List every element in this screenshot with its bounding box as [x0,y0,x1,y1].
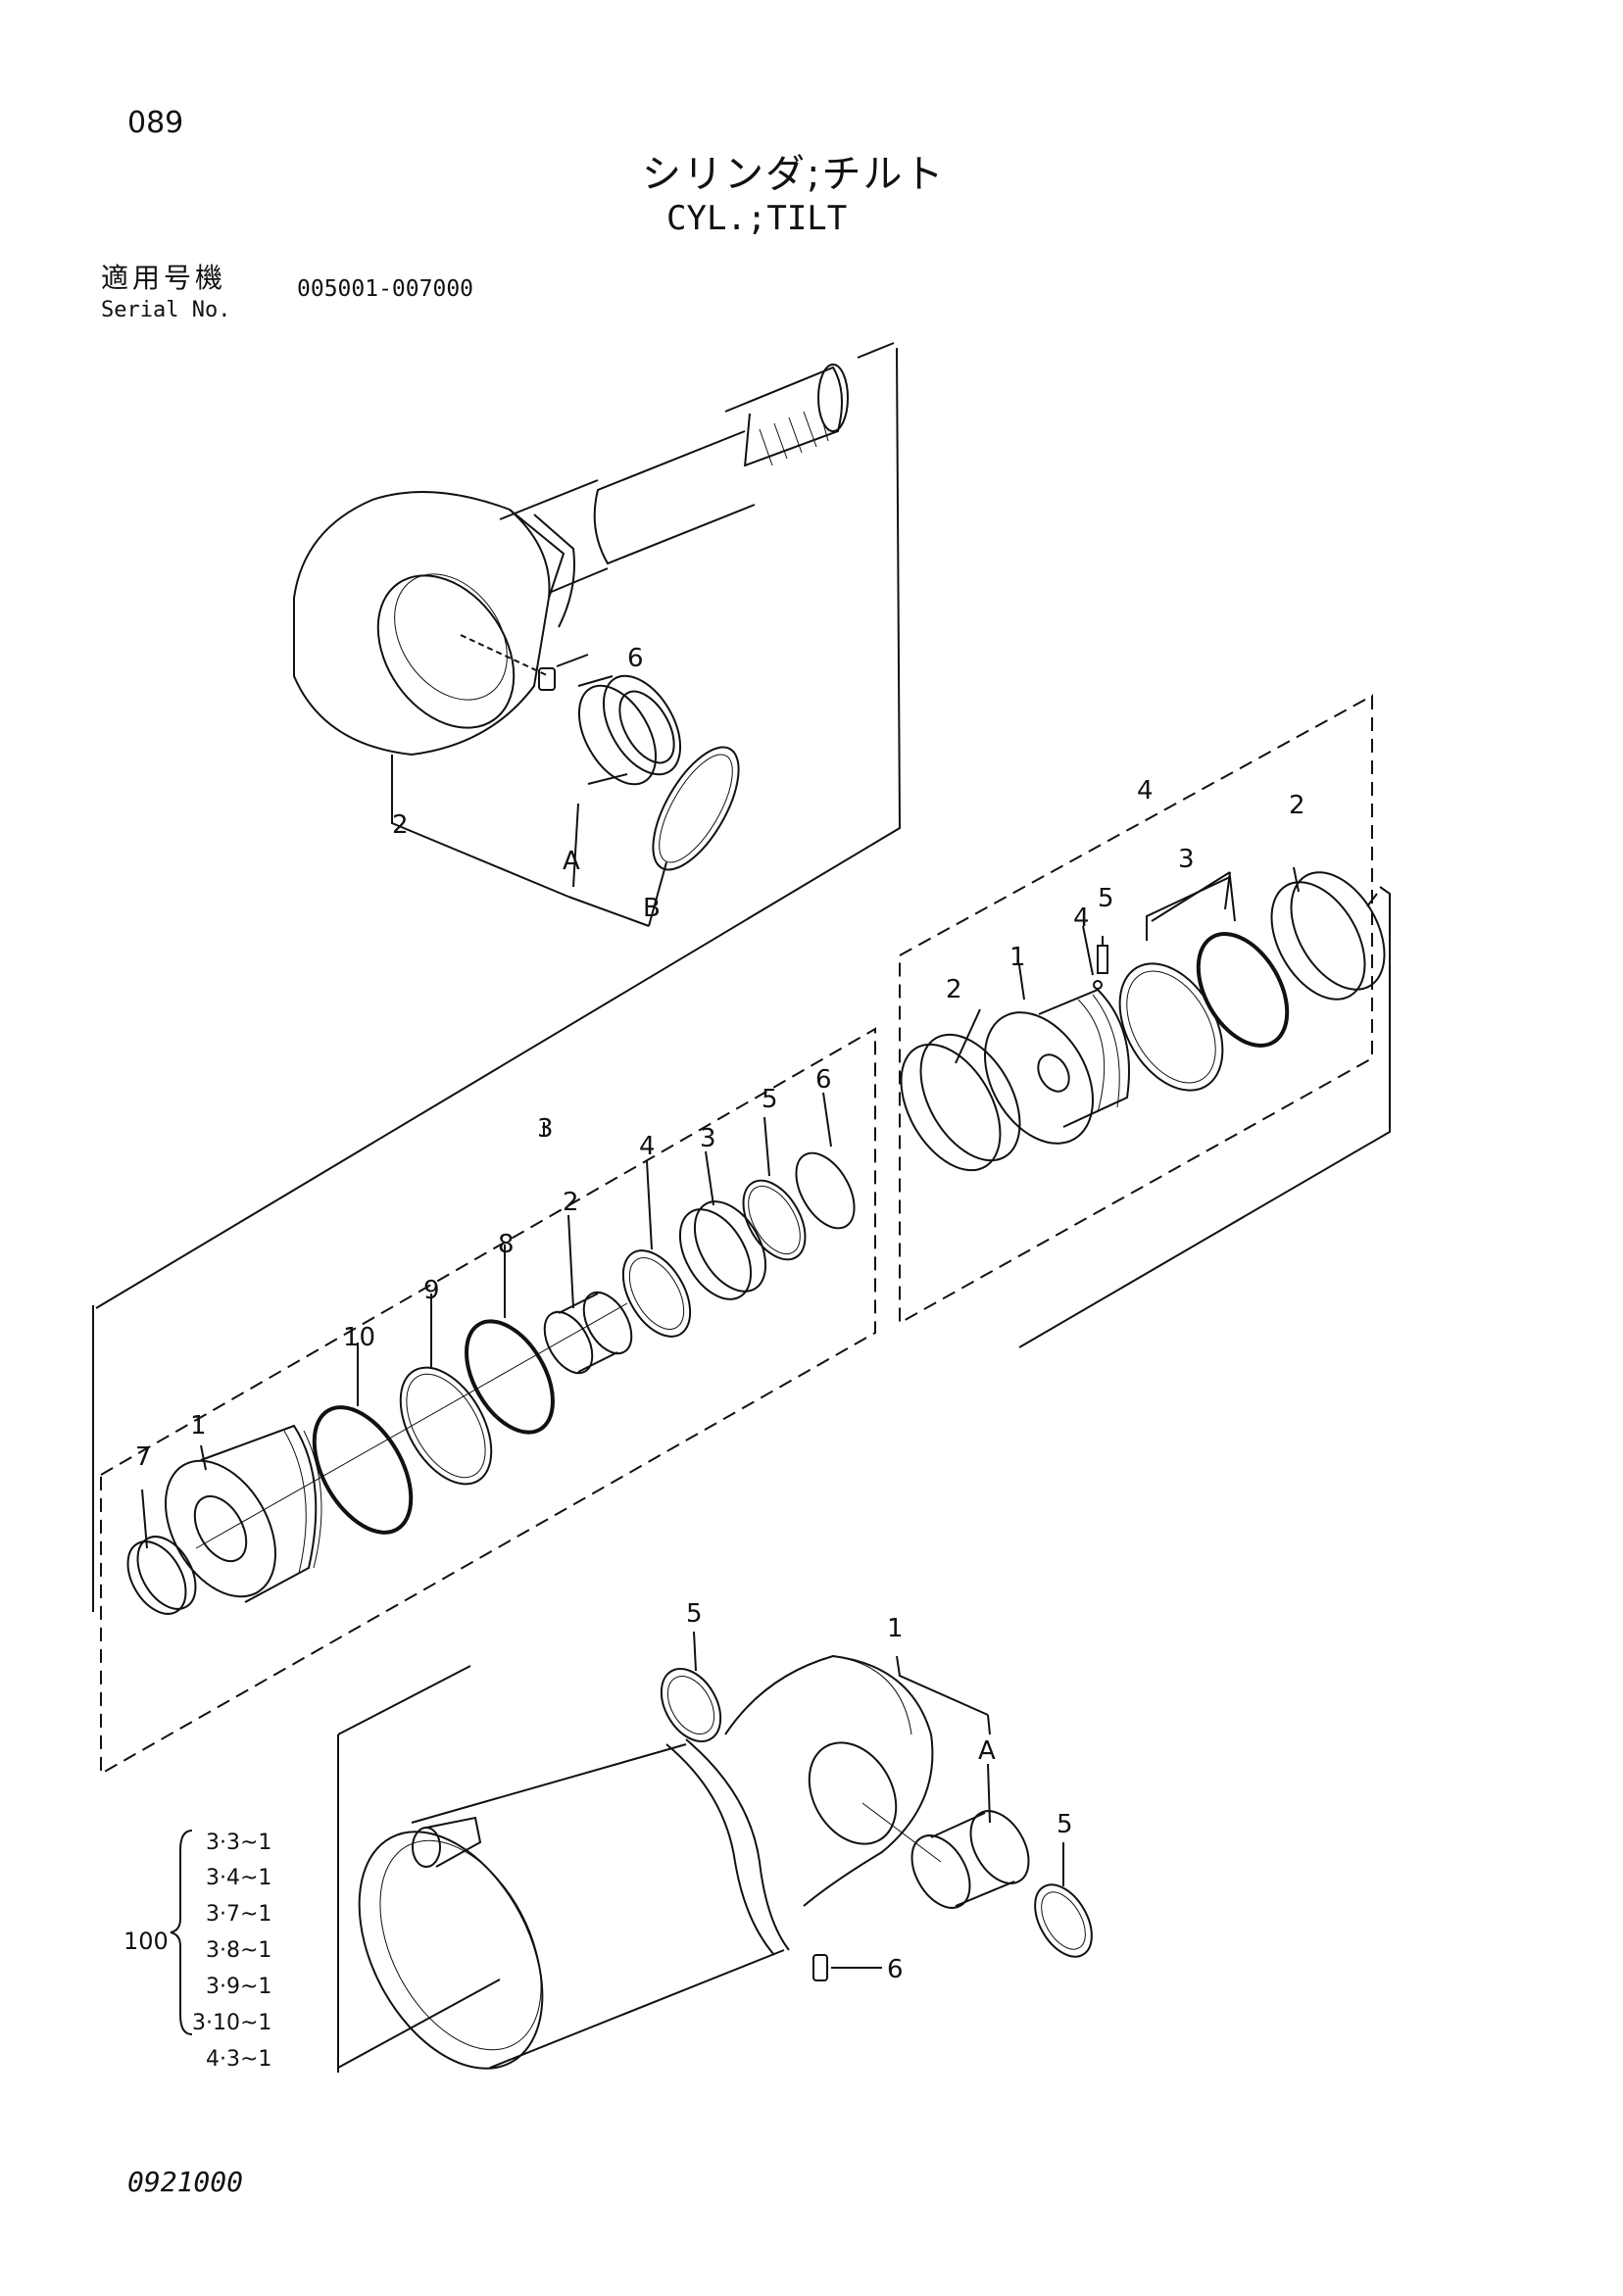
callout-label: 10 [343,1323,375,1352]
tube-group: 5 1 A 5 6 [337,1599,1093,2073]
callout-label: 2 [392,810,409,840]
drawing-code: 0921000 [127,2166,244,2198]
callout-label: 8 [498,1230,515,1259]
reference-page: 3·7~1 [206,1902,272,1927]
serial-range: 005001-007000 [297,276,474,302]
title-japanese: シリンダ;チルト [642,152,946,197]
rod-eye-assembly: 6 2 A B [95,342,902,1309]
callout-label: 6 [887,1955,904,1984]
callout-label: 5 [1098,884,1114,913]
callout-label: 3 [700,1124,716,1153]
callout-label: 2 [946,975,962,1004]
callout-label: 5 [686,1599,703,1629]
callout-label: A [978,1736,996,1766]
callout-label: B [643,894,661,923]
callout-label: 3 [537,1114,554,1144]
reference-brace [170,1830,193,2035]
callout-label: 3 [1178,845,1195,874]
piston-group: 4 2 3 5 4 1 2 [899,694,1391,1348]
callout-label: 6 [627,644,644,673]
title-english: CYL.;TILT [666,199,848,238]
serial-label-english: Serial No. [101,298,231,322]
reference-page: 4·3~1 [206,2047,272,2072]
callout-label: 1 [887,1614,904,1643]
page-number: 089 [127,106,184,140]
serial-label-japanese: 適用号機 [101,262,227,294]
callout-label: 4 [1137,776,1154,806]
callout-label: 1 [1009,943,1026,972]
callout-label: A [563,847,580,876]
callout-label: 9 [423,1276,440,1305]
assembly-number: 100 [123,1928,169,1955]
reference-page: 3·8~1 [206,1938,272,1963]
callout-label: 5 [762,1085,778,1114]
callout-label: 6 [815,1065,832,1095]
callout-label: 4 [1073,904,1090,933]
callout-label: 2 [1289,791,1305,820]
callout-label: 2 [563,1188,579,1217]
reference-page: 3·9~1 [206,1975,272,1999]
callout-label: 5 [1057,1810,1073,1839]
callout-label: 4 [639,1132,656,1161]
reference-page: 3·10~1 [192,2011,272,2035]
reference-page: 3·4~1 [206,1866,272,1890]
callout-label: 7 [135,1442,152,1472]
gland-group: 3 6 5 3 4 2 8 9 10 1 7 [92,1027,876,1776]
callout-label: 1 [190,1411,207,1441]
reference-page: 3·3~1 [206,1831,272,1855]
